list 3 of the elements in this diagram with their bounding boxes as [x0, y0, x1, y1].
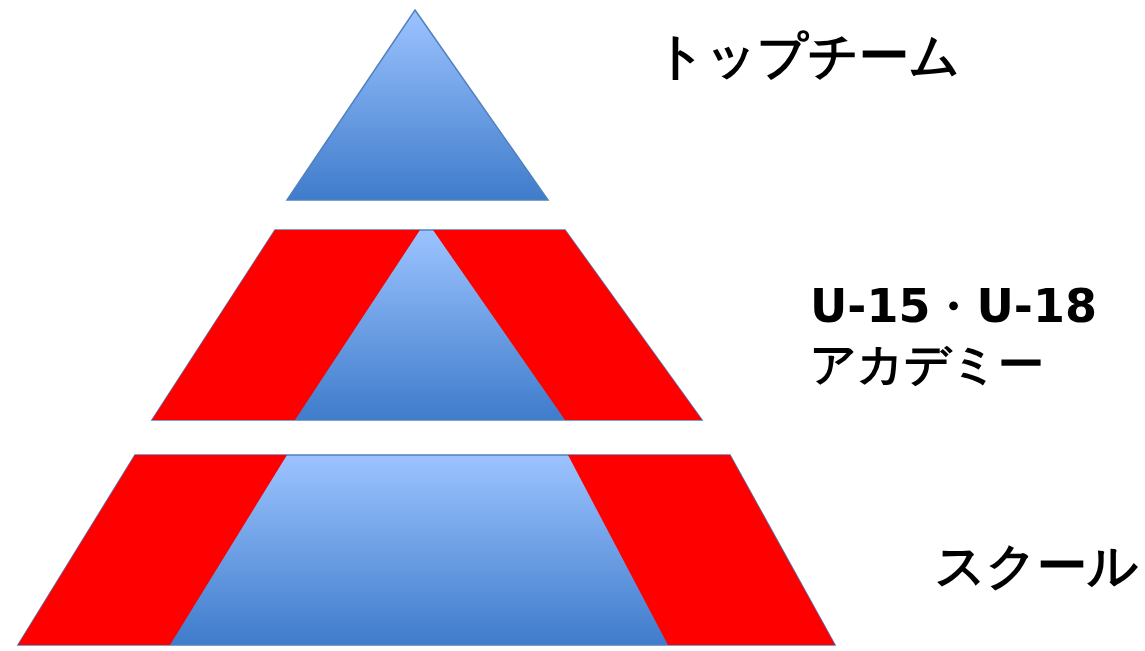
- tier-label: トップチーム: [655, 26, 961, 87]
- tier-label: U-15・U-18アカデミー: [810, 278, 1098, 393]
- tier-label: スクール: [935, 536, 1139, 597]
